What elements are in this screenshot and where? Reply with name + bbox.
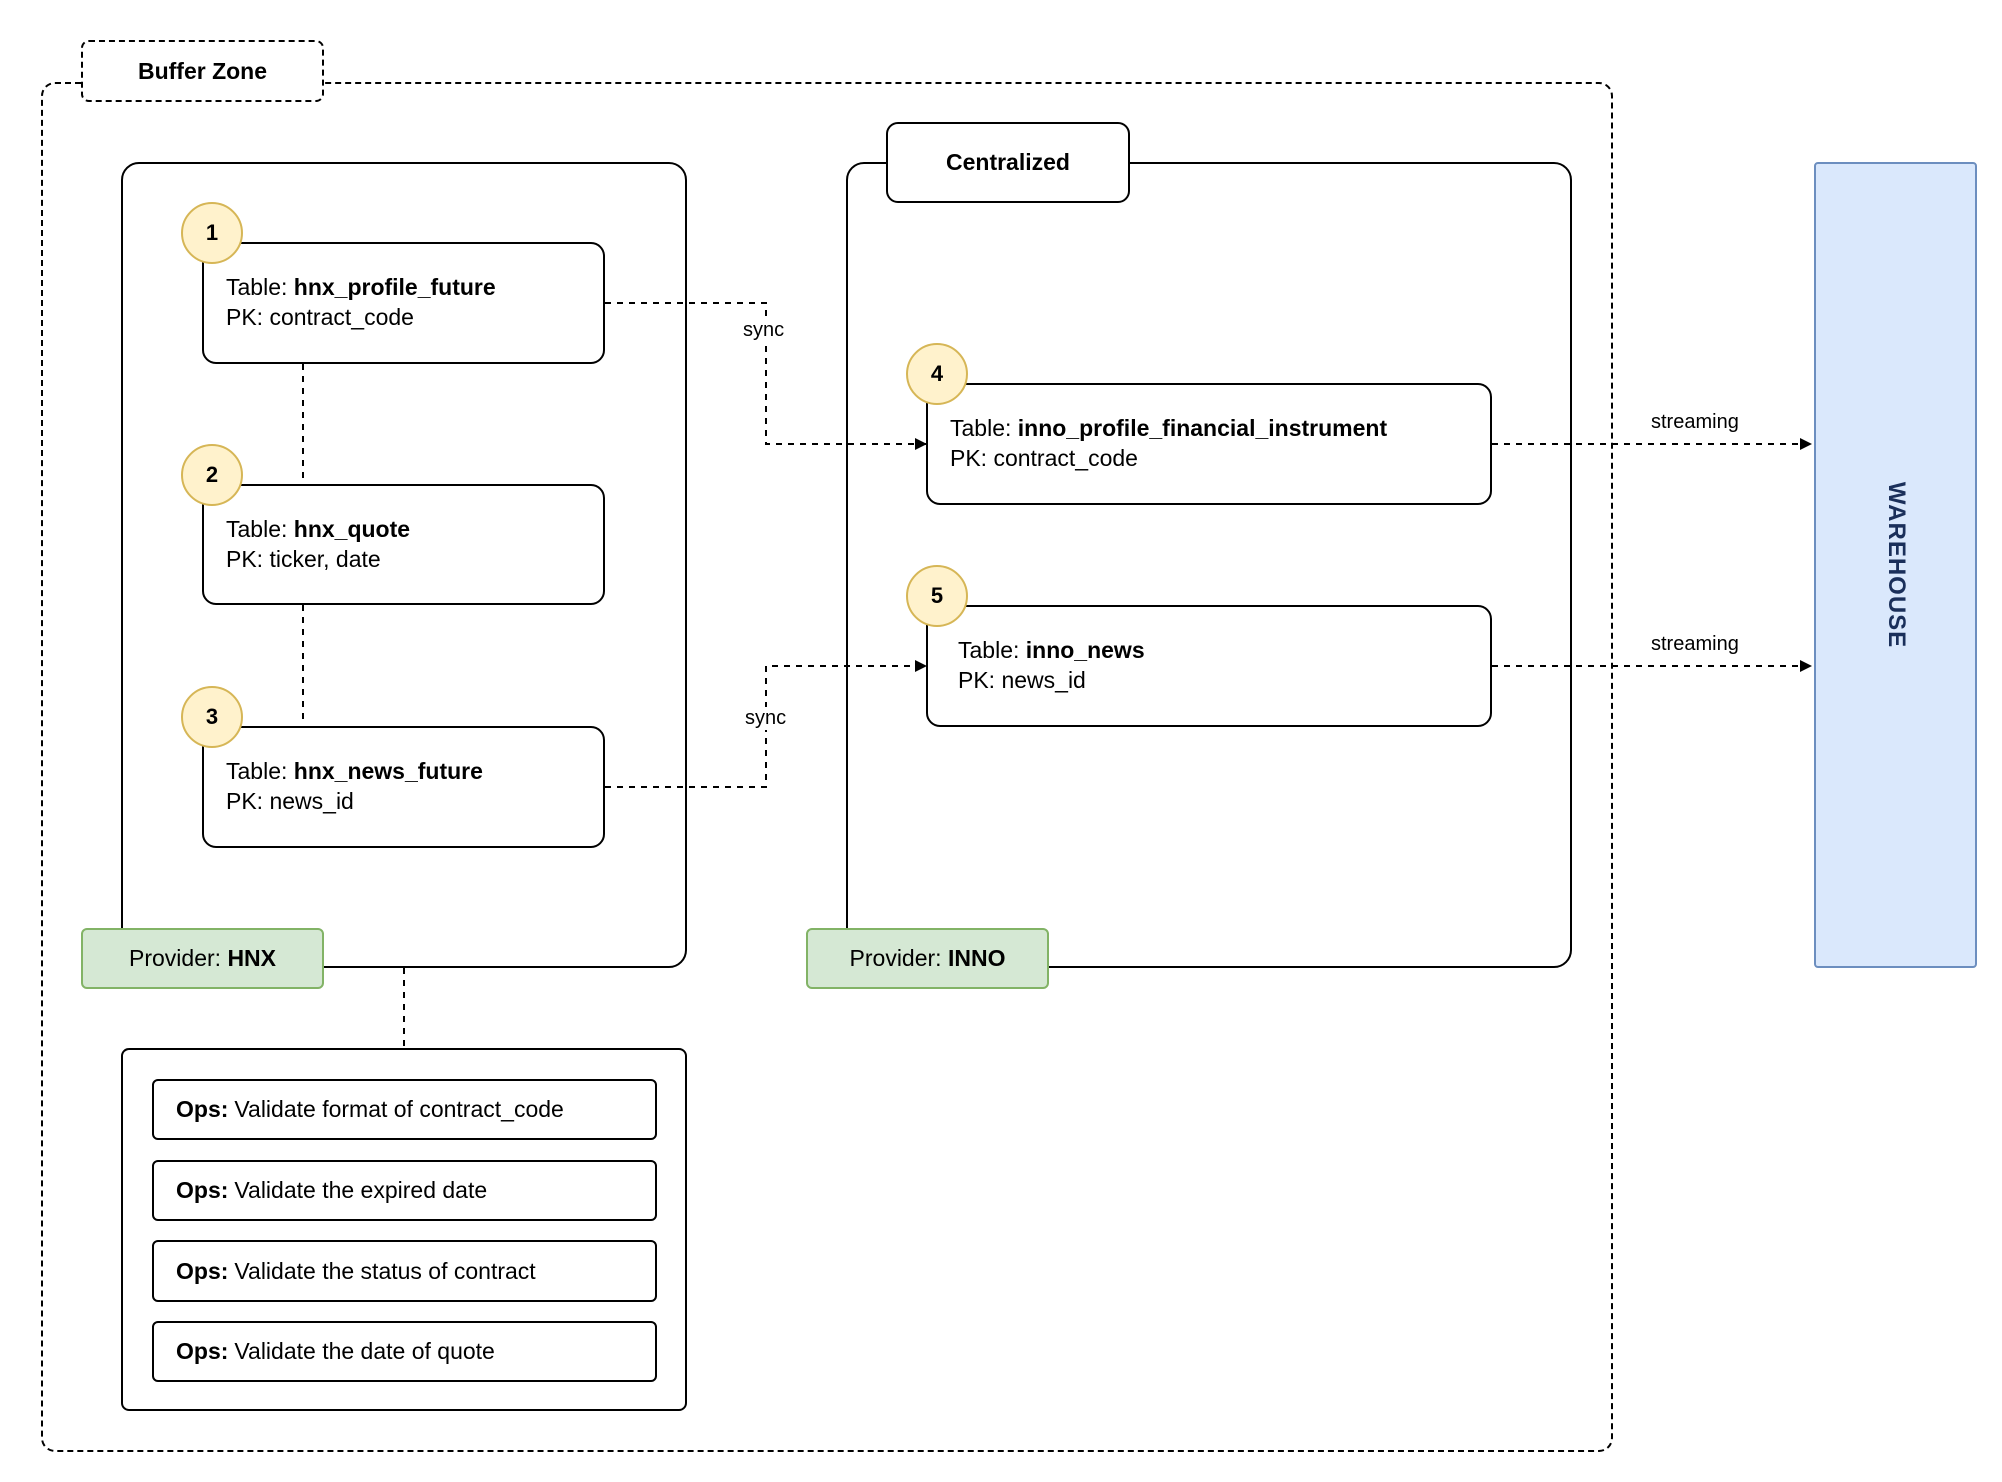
hnx-provider-group xyxy=(121,162,687,968)
centralized-label: Centralized xyxy=(946,149,1070,175)
centralized-group xyxy=(846,162,1572,968)
warehouse-box: WAREHOUSE xyxy=(1814,162,1977,968)
ops-item: Ops:Validate the date of quote xyxy=(152,1321,657,1382)
table-title: Table: hnx_news_future xyxy=(226,758,483,784)
step-badge-3: 3 xyxy=(181,686,243,748)
table-pk: PK: contract_code xyxy=(950,445,1138,471)
table-title: Table: inno_profile_financial_instrument xyxy=(950,415,1388,441)
table-pk: PK: ticker, date xyxy=(226,546,381,572)
table-pk: PK: contract_code xyxy=(226,304,414,330)
step-badge-5: 5 xyxy=(906,565,968,627)
ops-item: Ops:Validate format of contract_code xyxy=(152,1079,657,1140)
buffer-zone-title: Buffer Zone xyxy=(81,40,324,102)
ops-item: Ops:Validate the status of contract xyxy=(152,1240,657,1302)
table-hnx-news-future: Table: hnx_news_future PK: news_id xyxy=(202,726,605,848)
ops-item: Ops:Validate the expired date xyxy=(152,1160,657,1221)
table-inno-profile-financial-instrument: Table: inno_profile_financial_instrument… xyxy=(926,383,1492,505)
ops-group xyxy=(121,1048,687,1411)
table-name: inno_profile_financial_instrument xyxy=(1017,415,1388,441)
table-title: Table: inno_news xyxy=(958,637,1145,663)
table-title: Table: hnx_quote xyxy=(226,516,411,542)
step-badge-1: 1 xyxy=(181,202,243,264)
table-hnx-profile-future: Table: hnx_profile_future PK: contract_c… xyxy=(202,242,605,364)
table-title: Table: hnx_profile_future xyxy=(226,274,496,300)
table-pk: PK: news_id xyxy=(958,667,1086,693)
buffer-zone-frame xyxy=(41,82,1613,1452)
step-badge-2: 2 xyxy=(181,444,243,506)
provider-hnx-label: Provider: HNX xyxy=(81,928,324,989)
table-name: hnx_quote xyxy=(293,516,411,542)
table-name: inno_news xyxy=(1025,637,1145,663)
centralized-title: Centralized xyxy=(886,122,1130,203)
streaming-label-1: streaming xyxy=(1648,411,1742,434)
table-pk: PK: news_id xyxy=(226,788,354,814)
sync-label-2: sync xyxy=(742,707,790,730)
provider-name: HNX xyxy=(227,945,276,971)
table-hnx-quote: Table: hnx_quote PK: ticker, date xyxy=(202,484,605,605)
step-badge-4: 4 xyxy=(906,343,968,405)
warehouse-label: WAREHOUSE xyxy=(1882,481,1910,649)
sync-arrow-1 xyxy=(605,302,927,450)
table-inno-news: Table: inno_news PK: news_id xyxy=(926,605,1492,727)
streaming-label-2: streaming xyxy=(1648,633,1742,656)
table-name: hnx_profile_future xyxy=(293,274,496,300)
buffer-zone-label: Buffer Zone xyxy=(137,57,268,84)
sync-label-1: sync xyxy=(740,319,788,342)
provider-name: INNO xyxy=(947,945,1006,971)
provider-inno-label: Provider: INNO xyxy=(806,928,1049,989)
table-name: hnx_news_future xyxy=(293,758,483,784)
